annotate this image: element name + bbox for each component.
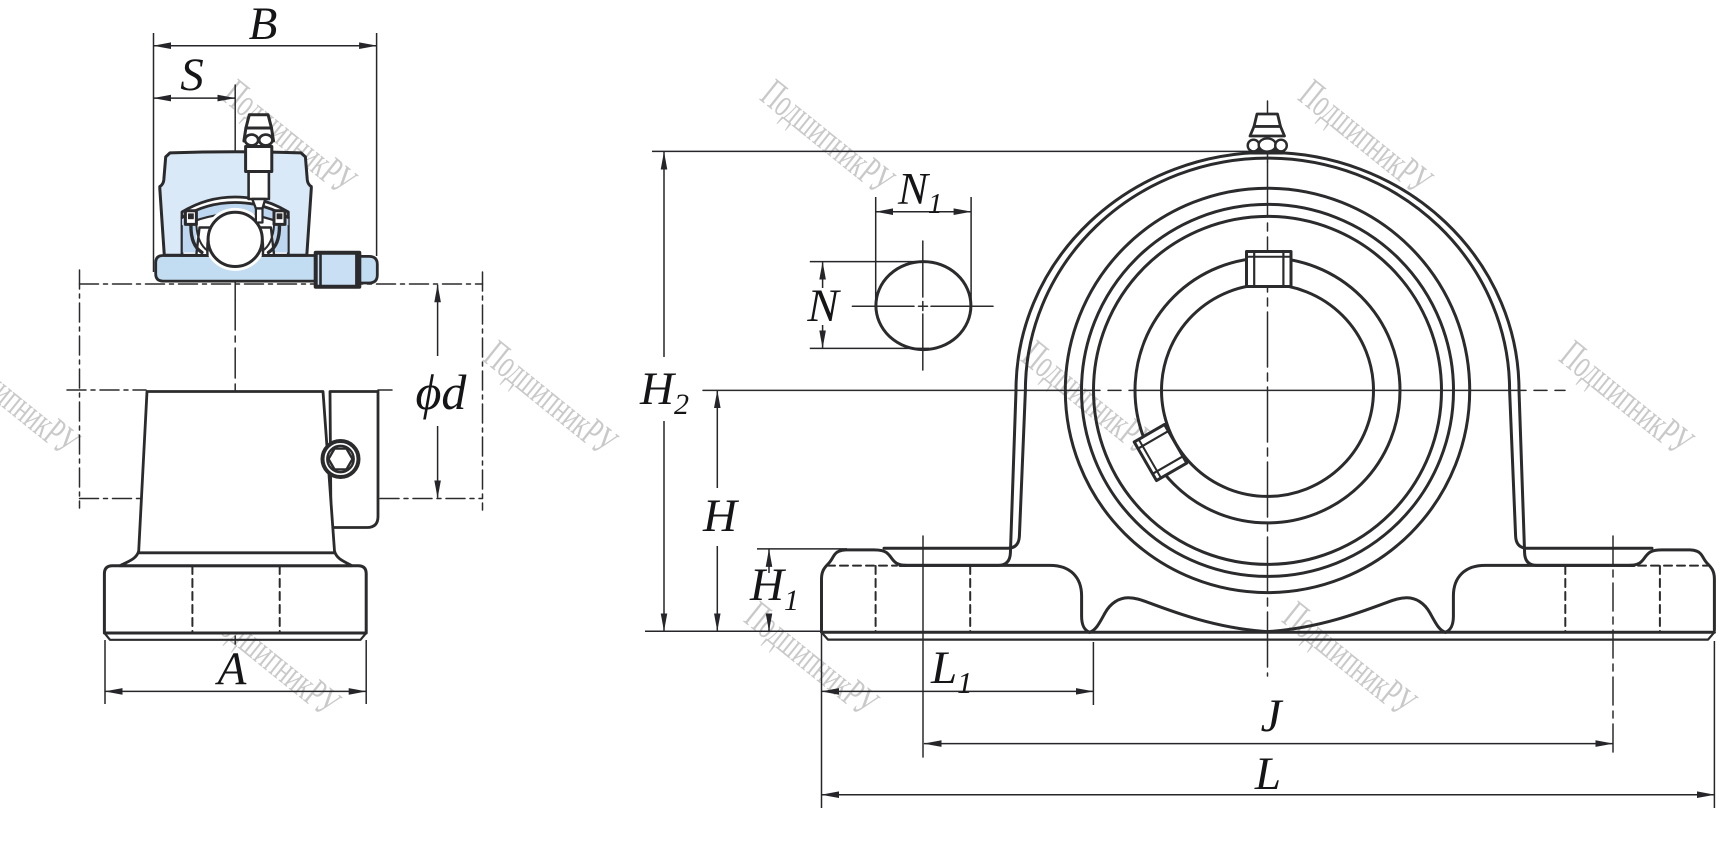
svg-text:ПодшипникРУ: ПодшипникРУ [1274, 593, 1424, 726]
svg-text:ПодшипникРУ: ПодшипникРУ [1290, 71, 1440, 204]
svg-text:ПодшипникРУ: ПодшипникРУ [1551, 332, 1701, 465]
svg-text:B: B [249, 0, 278, 50]
svg-text:L: L [1254, 748, 1281, 800]
svg-text:ПодшипникРУ: ПодшипникРУ [475, 332, 625, 465]
svg-text:N1: N1 [897, 164, 943, 220]
svg-text:H1: H1 [749, 559, 799, 617]
svg-text:A: A [215, 643, 247, 695]
svg-text:ϕd: ϕd [416, 364, 468, 420]
svg-text:ПодшипникРУ: ПодшипникРУ [0, 332, 87, 465]
svg-text:H2: H2 [639, 363, 689, 421]
svg-text:L1: L1 [930, 642, 973, 700]
svg-text:H: H [702, 490, 740, 542]
svg-text:ПодшипникРУ: ПодшипникРУ [736, 593, 886, 726]
svg-text:S: S [180, 49, 204, 101]
svg-text:N: N [806, 280, 841, 332]
svg-text:ПодшипникРУ: ПодшипникРУ [752, 71, 902, 204]
svg-text:J: J [1261, 690, 1284, 742]
